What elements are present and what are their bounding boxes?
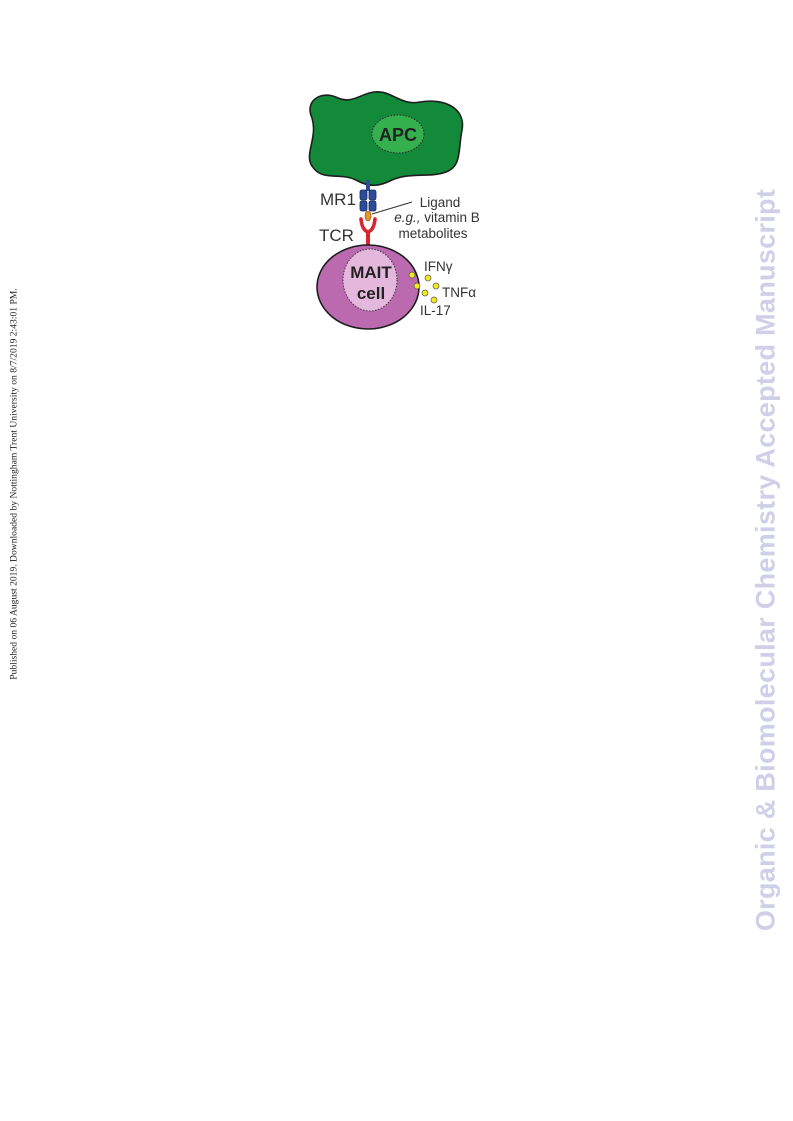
cytokine-dot <box>432 282 440 290</box>
cytokine-dot <box>430 296 438 304</box>
ligand-molecule <box>364 210 372 222</box>
apc-cell: APC <box>308 91 464 187</box>
apc-label: APC <box>379 125 417 145</box>
cytokine-dot <box>413 282 421 290</box>
mr1-domain-top-right <box>368 189 377 201</box>
cell-label: cell <box>357 284 385 303</box>
cytokine-dot <box>424 274 432 282</box>
cytokine-label-ifng: IFNγ <box>424 259 453 274</box>
ligand-example-italic: e.g., <box>394 210 420 225</box>
apc-nucleus <box>371 114 425 154</box>
mr1-domain-bottom-right <box>368 200 377 212</box>
cytokine-label-il17: IL-17 <box>420 303 451 318</box>
ligand-pointer-line <box>371 201 413 215</box>
cytokine-dot <box>408 271 416 279</box>
ligand-metabolites-label: metabolites <box>398 226 467 241</box>
cytokines: IFNγ TNFα IL-17 <box>408 259 476 318</box>
cytokine-dot <box>421 289 429 297</box>
ligand-label: Ligand <box>420 195 461 210</box>
ligand-example-rest: vitamin B <box>421 210 480 225</box>
mr1-domain-top-left <box>359 189 368 201</box>
tcr-label: TCR <box>319 226 354 245</box>
mait-label: MAIT <box>350 263 392 282</box>
ligand-example-line: e.g., vitamin B <box>394 210 480 225</box>
tcr-molecule: TCR <box>319 217 377 245</box>
cytokine-label-tnfa: TNFα <box>442 285 476 300</box>
mr1-label: MR1 <box>320 190 356 209</box>
mr1-domain-bottom-left <box>359 200 368 212</box>
mait-nucleus <box>342 248 398 312</box>
ligand: Ligand e.g., vitamin B metabolites <box>364 195 480 241</box>
mait-cell: MAIT cell <box>316 244 420 330</box>
mr1-molecule: MR1 <box>320 180 377 212</box>
